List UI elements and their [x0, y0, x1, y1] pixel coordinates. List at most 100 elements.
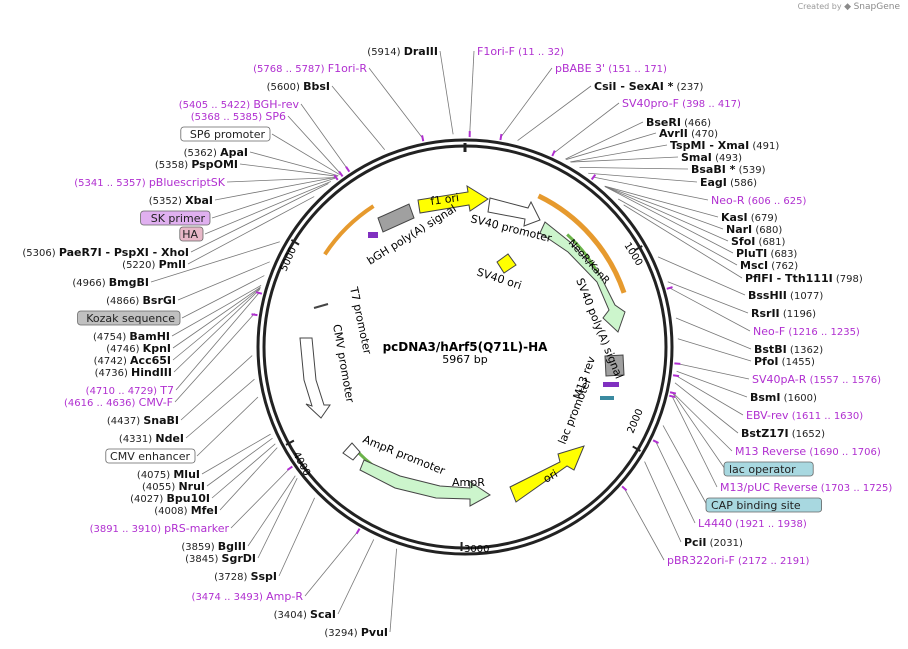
- leader-line: [187, 196, 315, 265]
- label-part: SV40pro-F: [622, 97, 679, 110]
- site-label-text: PfoI (1455): [754, 355, 815, 368]
- leader-line: [579, 166, 689, 170]
- leader-line: [337, 539, 375, 615]
- orange-orf-right: [537, 193, 627, 294]
- site-label: (5220) PmlI: [122, 258, 186, 271]
- label-part: (681): [755, 237, 785, 248]
- label-part: lac operator: [729, 463, 796, 476]
- feature-box: [105, 448, 196, 464]
- label-part: (539): [735, 165, 765, 176]
- label-part: (798): [833, 274, 863, 285]
- site-label: L4440 (1921 .. 1938): [698, 517, 807, 530]
- site-label: (5600) BbsI: [267, 80, 330, 93]
- site-label-text: PciI (2031): [684, 536, 743, 549]
- site-label: M13/pUC Reverse (1703 .. 1725): [720, 481, 892, 494]
- site-label: (4966) BmgBI: [72, 276, 149, 289]
- leader-line: [677, 363, 750, 380]
- label-part: (606 .. 625): [745, 196, 807, 207]
- site-label: (3294) PvuI: [324, 626, 388, 639]
- leader-line: [304, 530, 359, 597]
- label-part: L4440: [698, 517, 732, 530]
- leader-line: [180, 355, 253, 421]
- label-part: (3891 .. 3910): [90, 524, 165, 535]
- leader-line: [605, 186, 734, 254]
- site-label-text: SmaI (493): [681, 151, 742, 164]
- leader-line: [230, 467, 291, 529]
- site-label: BssHII (1077): [748, 289, 823, 302]
- leader-line: [439, 50, 454, 135]
- leader-line: [662, 425, 708, 506]
- label-part: (3474 .. 3493): [192, 592, 267, 603]
- label-part: PflFI: [745, 272, 773, 285]
- label-part: (1611 .. 1630): [789, 411, 864, 422]
- leader-line: [239, 163, 338, 177]
- leader-line: [593, 176, 709, 201]
- leader-line: [500, 67, 553, 138]
- site-label-text: L4440 (1921 .. 1938): [698, 517, 807, 530]
- leader-line: [173, 288, 261, 373]
- site-label-text: pBABE 3' (151 .. 171): [555, 62, 667, 75]
- leader-line: [671, 396, 718, 488]
- site-label: (5768 .. 5787) F1ori-R: [253, 62, 367, 75]
- site-label-text: (5358) PspOMI: [155, 158, 238, 171]
- primer-mark: [286, 465, 293, 471]
- label-part: (491): [749, 141, 779, 152]
- primer-mark: [333, 174, 339, 181]
- primer-mark: [338, 170, 344, 177]
- label-part: ApaI: [220, 146, 248, 159]
- site-label-text: (4710 .. 4729) T7: [86, 384, 174, 397]
- label-part: NdeI: [155, 432, 184, 445]
- label-part: Neo-F: [753, 325, 785, 338]
- label-part: (679): [748, 213, 778, 224]
- site-label: (5368 .. 5385) SP6: [191, 110, 286, 123]
- site-label: (3845) SgrDI: [185, 552, 256, 565]
- site-label-text: (4437) SnaBI: [107, 414, 179, 427]
- site-label-text: CsiI - SexAI * (237): [594, 80, 704, 93]
- site-label: BsaBI * (539): [691, 163, 766, 176]
- kozak-mark: [313, 303, 329, 309]
- site-label-text: (3859) BglII: [181, 540, 246, 553]
- label-part: CMV-F: [139, 396, 173, 409]
- label-part: SP6 promoter: [190, 128, 266, 141]
- site-label-text: CAP binding site: [711, 499, 801, 512]
- label-part: (4866): [106, 296, 142, 307]
- sv40-ori-label: SV40 ori: [475, 265, 523, 292]
- tick-2000: [632, 445, 641, 452]
- primer-mark: [666, 286, 673, 290]
- site-label-text: (3294) PvuI: [324, 626, 388, 639]
- primer-mark: [672, 374, 680, 378]
- label-part: BsrGI: [143, 294, 176, 307]
- label-part: M13/pUC Reverse: [720, 481, 818, 494]
- label-part: KpnI: [143, 342, 171, 355]
- label-part: (398 .. 417): [679, 99, 741, 110]
- label-part: PmlI: [159, 258, 186, 271]
- site-label: (4754) BamHI: [93, 330, 170, 343]
- leader-line: [177, 261, 270, 301]
- site-label: Kozak sequence: [77, 310, 181, 326]
- site-label-text: SP6 promoter: [190, 128, 266, 141]
- label-part: (4966): [72, 278, 108, 289]
- leader-line: [196, 396, 259, 457]
- leader-line: [655, 441, 696, 524]
- label-part: F1ori-R: [328, 62, 368, 75]
- leader-line: [368, 67, 423, 139]
- label-part: pRS-marker: [164, 522, 229, 535]
- tick-5000: [290, 239, 300, 246]
- site-label-text: (3845) SgrDI: [185, 552, 256, 565]
- tick-label-1000: 1000: [621, 241, 644, 268]
- site-label-text: CMV enhancer: [110, 450, 190, 463]
- label-part: BseRI: [646, 116, 681, 129]
- site-label: (3474 .. 3493) Amp-R: [192, 590, 304, 603]
- label-part: NarI: [726, 223, 752, 236]
- label-part: SV40pA-R: [752, 373, 807, 386]
- label-part: BsmI: [750, 391, 781, 404]
- label-part: SP6: [265, 110, 286, 123]
- leader-line: [201, 433, 271, 475]
- label-part: (1921 .. 1938): [732, 519, 807, 530]
- site-label: (3891 .. 3910) pRS-marker: [90, 522, 230, 535]
- site-label-text: (5768 .. 5787) F1ori-R: [253, 62, 367, 75]
- label-part: (3728): [214, 572, 250, 583]
- label-part: Kozak sequence: [86, 312, 175, 325]
- label-part: (4437): [107, 416, 143, 427]
- leader-line: [150, 241, 280, 283]
